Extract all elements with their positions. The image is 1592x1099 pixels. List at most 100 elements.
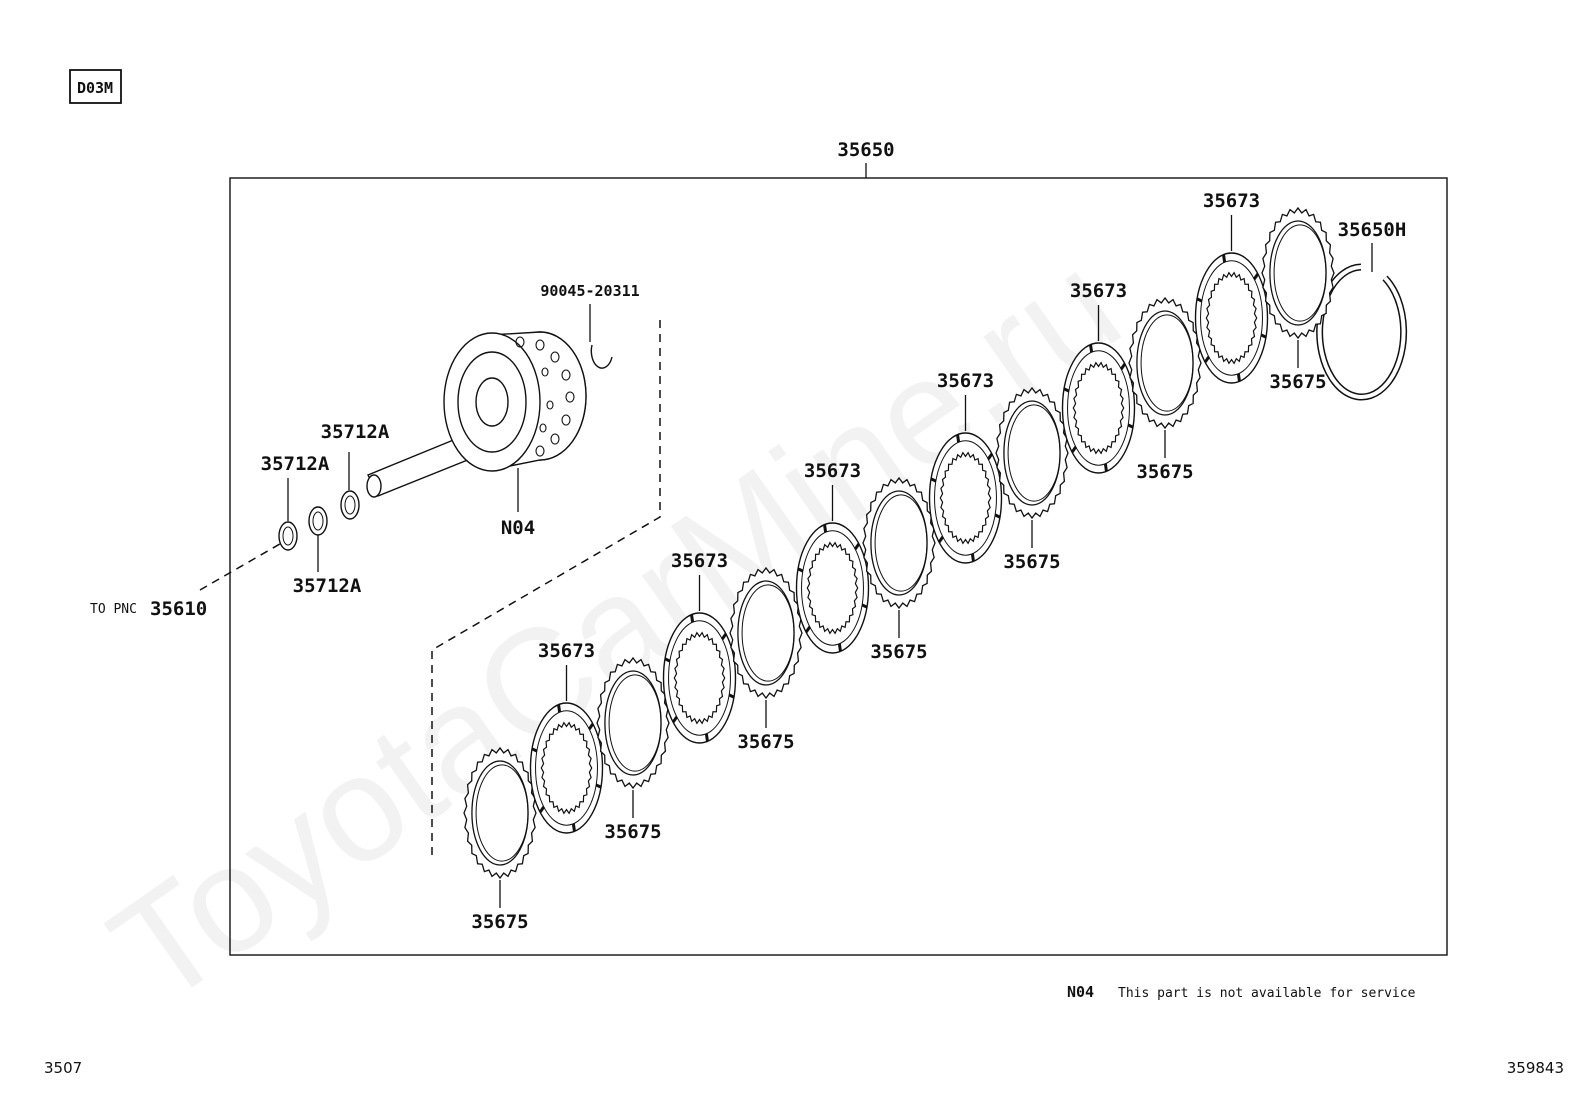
disc-slot: [587, 722, 595, 730]
plate-inner-edge: [475, 764, 529, 862]
disc-slot: [930, 477, 937, 483]
disc-inner-teeth: [1072, 361, 1125, 455]
disc-slot: [956, 434, 961, 443]
drum-holes: [515, 336, 575, 457]
clutch-disc-label: 35673: [1070, 280, 1127, 302]
disc-slot: [728, 693, 735, 699]
disc-slot: [595, 783, 602, 789]
disc-slot: [1236, 373, 1241, 382]
disc-friction: [668, 620, 731, 736]
plate-inner-edge: [1140, 314, 1194, 412]
disc-slot: [853, 542, 861, 550]
alignment-dash-right: [431, 320, 661, 860]
plate-inner-edge: [874, 494, 928, 592]
disc-friction: [1067, 350, 1130, 466]
disc-inner-teeth: [806, 541, 859, 635]
clutch-disc-2: [529, 702, 604, 834]
clutch-plate-11: [1128, 296, 1202, 430]
note-code: N04: [1067, 983, 1094, 1001]
clutch-plate-label: 35675: [1003, 551, 1060, 573]
disc-inner-teeth: [939, 451, 992, 545]
clutch-disc-8: [928, 432, 1003, 564]
disc-slot: [804, 626, 812, 634]
thrust-washer-1: [278, 521, 298, 551]
clutch-plate-13: [1261, 206, 1335, 340]
thrust-washer-3-inner: [344, 495, 356, 515]
clutch-stack: 35675 35673 35675 35673 35675 35673 35675 35673…: [463, 190, 1335, 933]
disc-slot: [664, 657, 671, 663]
disc-slot: [1203, 356, 1211, 364]
plate-inner-edge: [608, 674, 662, 772]
disc-slot: [797, 567, 804, 573]
clutch-disc-label: 35673: [671, 550, 728, 572]
clutch-disc-label: 35673: [1203, 190, 1260, 212]
disc-slot: [538, 806, 546, 814]
thrust-washer-1-inner: [282, 526, 294, 546]
code-box-label: D03M: [77, 79, 113, 97]
to-png-number: 35610: [150, 598, 207, 620]
disc-slot: [690, 614, 695, 623]
clutch-plate-1: [463, 746, 537, 880]
plate-inner: [471, 760, 529, 866]
disc-inner-teeth: [540, 721, 593, 815]
clutch-disc-label: 35673: [538, 640, 595, 662]
assembly-number-label: 35650: [837, 139, 894, 161]
disc-slot: [1063, 387, 1070, 393]
code-box-frame: [69, 69, 122, 104]
plate-inner: [737, 580, 795, 686]
disc-friction: [535, 710, 598, 826]
note-text: This part is not available for service: [1118, 986, 1416, 1001]
thrust-washers: [278, 490, 360, 551]
plate-inner: [1269, 220, 1327, 326]
disc-slot: [671, 716, 679, 724]
disc-slot: [1196, 297, 1203, 303]
disc-slot: [861, 603, 868, 609]
disc-slot: [1252, 272, 1260, 280]
snap-ring-90045-label: 90045-20311: [540, 282, 639, 300]
to-png-prefix: TO PNC: [90, 602, 137, 617]
plate-inner: [1136, 310, 1194, 416]
disc-slot: [1127, 423, 1134, 429]
clutch-plate-5: [729, 566, 803, 700]
drum-hub: [475, 377, 509, 427]
clutch-plate-3: [596, 656, 670, 790]
clutch-plate-label: 35675: [471, 911, 528, 933]
small-snap-ring: [590, 344, 613, 369]
disc-slot: [1222, 254, 1227, 263]
shaft-end: [366, 474, 382, 498]
disc-friction: [801, 530, 864, 646]
disc-slot: [720, 632, 728, 640]
clutch-plate-label: 35675: [737, 731, 794, 753]
thrust-washer-3: [340, 490, 360, 520]
disc-slot: [1260, 333, 1267, 339]
footer-left: 3507: [44, 1059, 82, 1077]
n04-drum-assembly: [366, 331, 587, 498]
disc-slot: [823, 524, 828, 533]
clutch-plate-label: 35675: [604, 821, 661, 843]
clutch-disc-10: [1061, 342, 1136, 474]
disc-inner-teeth: [673, 631, 726, 725]
clutch-plate-label: 35675: [1136, 461, 1193, 483]
plate-inner-edge: [741, 584, 795, 682]
footer-right: 359843: [1507, 1059, 1564, 1077]
disc-slot: [1089, 344, 1094, 353]
disc-slot: [994, 513, 1001, 519]
clutch-disc-label: 35673: [937, 370, 994, 392]
disc-slot: [704, 733, 709, 742]
disc-slot: [986, 452, 994, 460]
clutch-plate-label: 35675: [870, 641, 927, 663]
clutch-disc-label: 35673: [804, 460, 861, 482]
plate-inner: [1003, 400, 1061, 506]
alignment-dash-left: [199, 536, 293, 591]
plate-inner: [604, 670, 662, 776]
snap-ring-h-label: 35650H: [1338, 219, 1407, 241]
plate-inner-edge: [1007, 404, 1061, 502]
disc-slot: [970, 553, 975, 562]
thrust-a-mid-label: 35712A: [261, 453, 330, 475]
clutch-plate-7: [862, 476, 936, 610]
disc-slot: [531, 747, 538, 753]
clutch-disc-6: [795, 522, 870, 654]
thrust-a-bottom-label: 35712A: [293, 575, 362, 597]
clutch-plate-label: 35675: [1269, 371, 1326, 393]
